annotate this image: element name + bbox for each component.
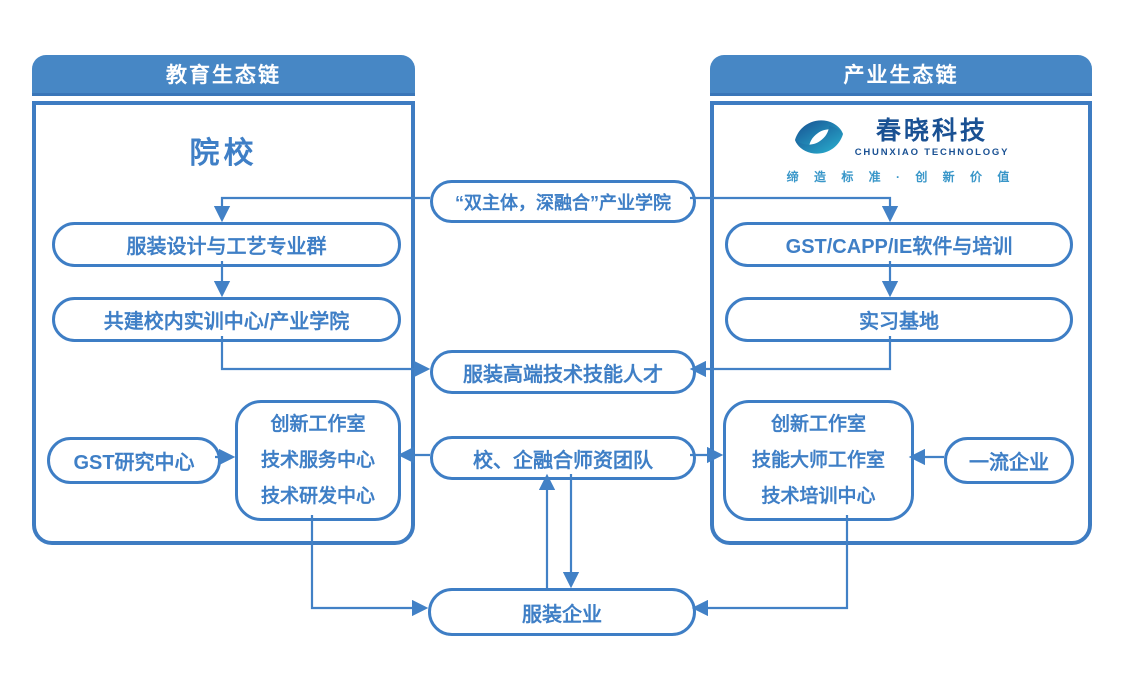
left-centers-line2: 技术服务中心 — [260, 449, 375, 471]
node-gst-capp-ie-training: GST/CAPP/IE软件与培训 — [725, 222, 1073, 267]
industry-chain-header: 产业生态链 — [710, 55, 1092, 96]
education-chain-header-label: 教育生态链 — [166, 64, 281, 87]
node-internship-base: 实习基地 — [725, 297, 1073, 342]
company-tagline: 缔 造 标 准 · 创 新 价 值 — [786, 170, 1016, 184]
company-name-en: CHUNXIAO TECHNOLOGY — [854, 146, 1010, 158]
company-logo-texts: 春晓科技 CHUNXIAO TECHNOLOGY — [855, 117, 1010, 158]
chunxiao-logo-icon — [794, 120, 843, 154]
company-logo-row: 春晓科技 CHUNXIAO TECHNOLOGY — [793, 116, 1010, 158]
node-fashion-design-group: 服装设计与工艺专业群 — [52, 222, 401, 267]
node-talent: 服装高端技术技能人才 — [430, 350, 696, 394]
node-gst-research-center: GST研究中心 — [47, 437, 221, 484]
industry-chain-header-label: 产业生态链 — [843, 64, 959, 87]
left-centers-line3: 技术研发中心 — [260, 485, 375, 507]
right-centers-line1: 创新工作室 — [770, 413, 866, 435]
education-chain-header: 教育生态链 — [32, 55, 415, 96]
node-teacher-team: 校、企融合师资团队 — [430, 436, 696, 480]
left-centers-line1: 创新工作室 — [270, 413, 366, 435]
node-right-centers: 创新工作室 技能大师工作室 技术培训中心 — [723, 400, 914, 521]
node-fashion-enterprise: 服装企业 — [428, 588, 696, 636]
college-title: 院校 — [189, 137, 258, 170]
node-top-enterprise: 一流企业 — [944, 437, 1074, 484]
node-industry-college: “双主体，深融合”产业学院 — [430, 180, 696, 223]
right-centers-line3: 技术培训中心 — [761, 485, 876, 507]
company-name: 春晓科技 — [875, 116, 988, 145]
right-centers-line2: 技能大师工作室 — [751, 449, 885, 471]
node-left-centers: 创新工作室 技术服务中心 技术研发中心 — [235, 400, 401, 521]
company-logo: 春晓科技 CHUNXIAO TECHNOLOGY 缔 造 标 准 · 创 新 价… — [710, 116, 1092, 185]
node-campus-training-center: 共建校内实训中心/产业学院 — [52, 297, 401, 342]
